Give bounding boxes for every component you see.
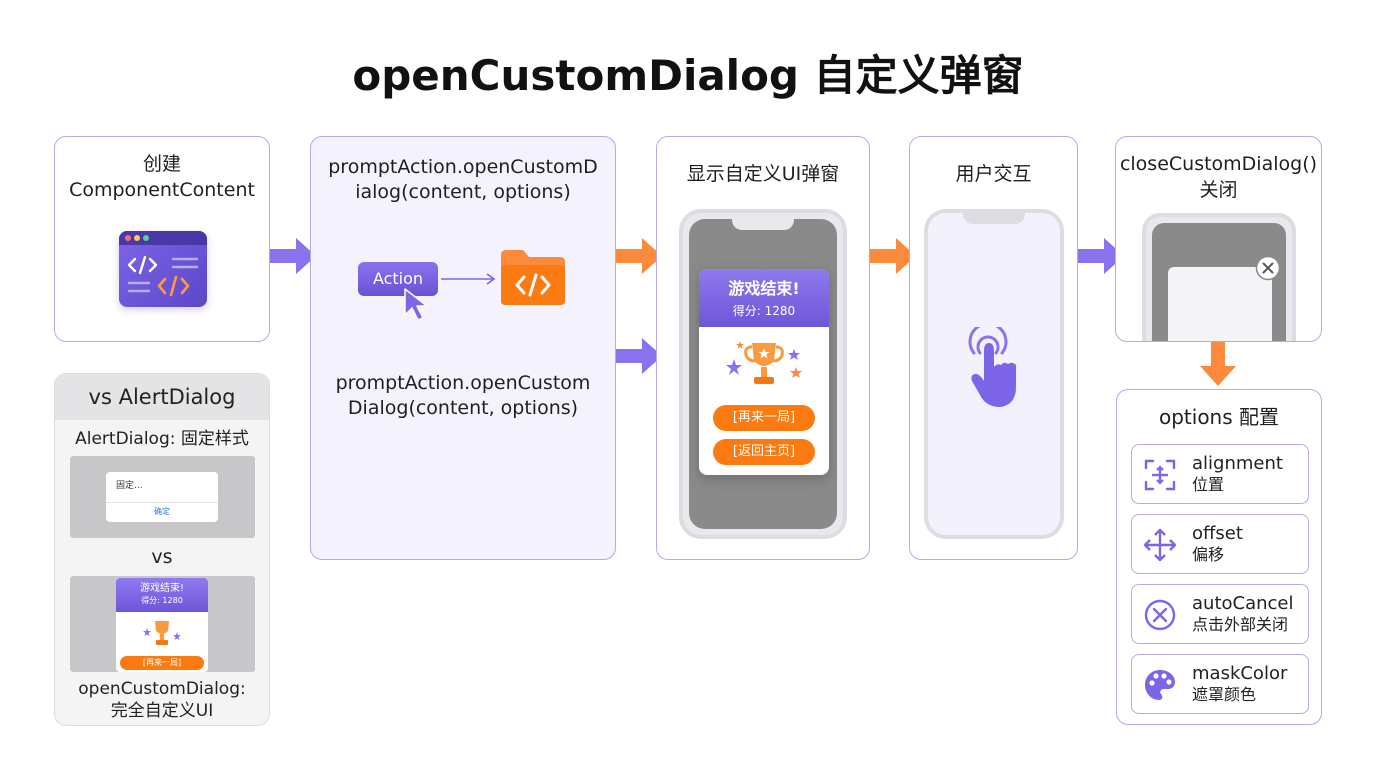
option-desc: 位置 — [1192, 475, 1225, 494]
cancel-circle-icon — [1144, 599, 1176, 631]
step-close-title-line1: closeCustomDialog() — [1119, 153, 1318, 175]
step-create-title-line2: ComponentContent — [69, 179, 255, 201]
dialog-title: 游戏结束! — [728, 279, 800, 298]
arrow-right-icon — [616, 238, 662, 274]
api-call-line2: ialog(content, options) — [355, 181, 571, 203]
compare-panel: vs AlertDialog AlertDialog: 固定样式 固定... 确… — [54, 373, 270, 726]
api-call2-line1: promptAction.openCustom — [335, 372, 591, 394]
trophy-icon — [726, 341, 802, 384]
cursor-icon — [404, 288, 428, 321]
alert-confirm-button[interactable]: 确定 — [154, 507, 170, 516]
tap-hand-icon — [968, 327, 1016, 407]
arrow-down-icon — [1200, 342, 1236, 386]
step-interact-title: 用户交互 — [955, 163, 1032, 185]
dialog-score: 得分: 1280 — [732, 304, 796, 318]
back-home-button[interactable]: [返回主页] — [713, 439, 815, 465]
option-autocancel: autoCancel 点击外部关闭 — [1131, 584, 1309, 644]
action-button[interactable]: Action — [358, 262, 438, 296]
custom-label-line1: openCustomDialog: — [78, 679, 246, 699]
code-window-icon — [119, 231, 207, 307]
palette-icon — [1145, 670, 1175, 700]
phone-mockup: 游戏结束! 得分: 1280 [再来一局] [返回主页] — [679, 209, 847, 539]
page-title: openCustomDialog 自定义弹窗 — [352, 51, 1024, 100]
api-call-line1: promptAction.openCustomD — [328, 156, 598, 178]
vs-label: vs — [151, 546, 173, 568]
option-desc: 遮罩颜色 — [1192, 685, 1257, 704]
option-name: maskColor — [1192, 663, 1288, 684]
option-name: autoCancel — [1192, 593, 1294, 614]
trophy-icon — [143, 621, 181, 645]
mini-dialog-title: 游戏结束! — [139, 583, 184, 594]
close-circle-icon[interactable] — [1255, 255, 1281, 281]
step-open-dialog: promptAction.openCustomD ialog(content, … — [310, 136, 616, 560]
compare-title: vs AlertDialog — [55, 374, 269, 420]
arrow-right-icon — [616, 338, 662, 374]
option-name: offset — [1192, 523, 1243, 544]
step-create-component: 创建 ComponentContent — [54, 136, 270, 342]
option-maskcolor: maskColor 遮罩颜色 — [1131, 654, 1309, 714]
options-title: options 配置 — [1158, 405, 1280, 429]
custom-dialog: 游戏结束! 得分: 1280 [再来一局] [返回主页] — [699, 269, 829, 475]
align-center-icon — [1144, 459, 1176, 491]
api-call2-line2: Dialog(content, options) — [347, 397, 579, 419]
arrow-right-icon — [1078, 238, 1124, 274]
alert-label: AlertDialog: 固定样式 — [75, 429, 249, 449]
options-panel: options 配置 alignment 位置 offset 偏移 — [1116, 389, 1322, 725]
code-folder-icon — [501, 250, 565, 305]
custom-label-line2: 完全自定义UI — [110, 701, 214, 721]
step-close-dialog: closeCustomDialog() 关闭 — [1115, 136, 1322, 342]
alert-dialog-preview: 固定... 确定 — [70, 456, 255, 538]
move-arrows-icon — [1143, 528, 1177, 562]
option-name: alignment — [1192, 453, 1283, 474]
mini-dialog-score: 得分: 1280 — [141, 596, 183, 605]
step-close-title-line2: 关闭 — [1199, 179, 1238, 201]
option-desc: 偏移 — [1192, 545, 1225, 564]
step-user-interaction: 用户交互 — [909, 136, 1078, 560]
arrow-right-icon — [870, 238, 916, 274]
step-show-title: 显示自定义UI弹窗 — [686, 163, 840, 185]
arrow-line-icon — [441, 273, 496, 285]
step-show-dialog: 显示自定义UI弹窗 游戏结束! 得分: 1280 — [656, 136, 870, 560]
step-create-title-line1: 创建 — [142, 153, 181, 175]
arrow-right-icon — [270, 238, 316, 274]
option-desc: 点击外部关闭 — [1192, 615, 1289, 634]
mini-play-again-button[interactable]: [再来一局] — [120, 656, 204, 670]
option-alignment: alignment 位置 — [1131, 444, 1309, 504]
custom-dialog-preview: 游戏结束! 得分: 1280 [再来一局] — [70, 576, 255, 672]
phone-mockup — [924, 209, 1064, 539]
option-offset: offset 偏移 — [1131, 514, 1309, 574]
play-again-button[interactable]: [再来一局] — [713, 405, 815, 431]
alert-text: 固定... — [116, 481, 143, 491]
